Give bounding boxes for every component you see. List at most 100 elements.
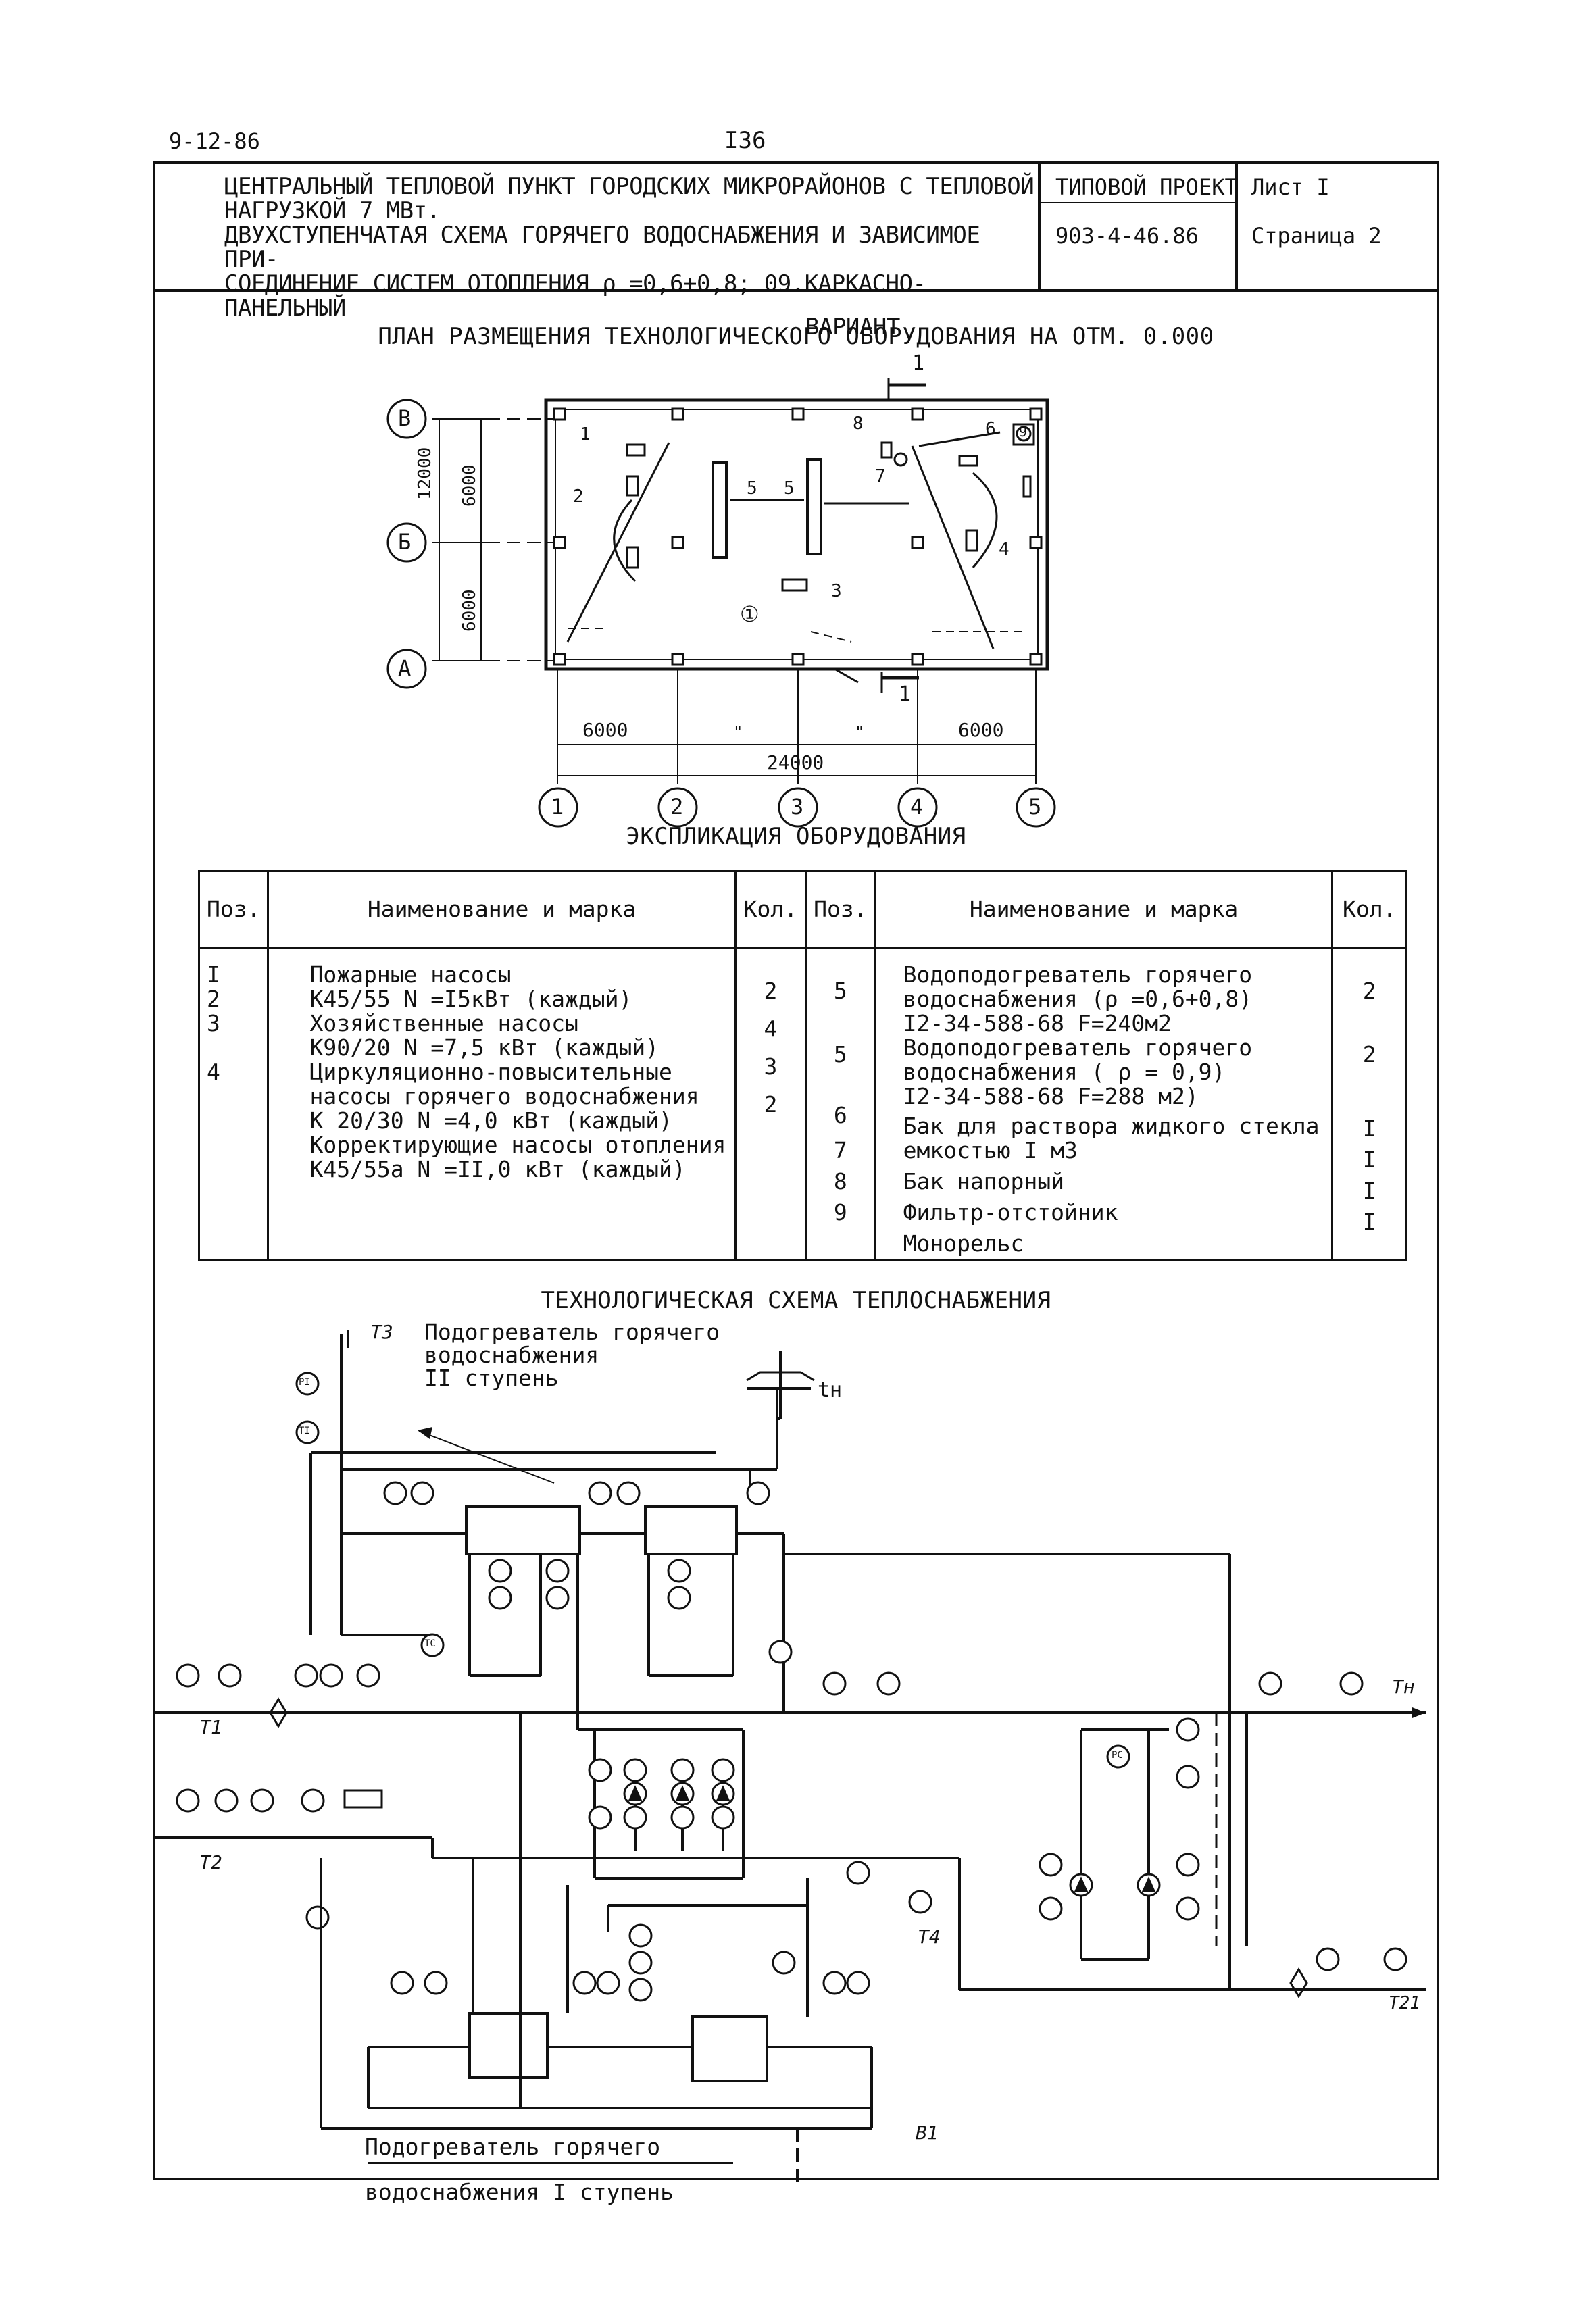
dim-horizontal: "	[733, 723, 743, 742]
qty-cell: 3	[764, 1053, 778, 1080]
name-line: К45/55 N =I5кВт (каждый)	[309, 986, 632, 1012]
equipment-plan	[386, 378, 1056, 828]
name-line: водоснабжения (ρ =0,6+0,8)	[903, 986, 1253, 1012]
name-line: Монорельс	[903, 1230, 1024, 1257]
name-line: Бак напорный	[903, 1168, 1065, 1194]
project-label: ТИПОВОЙ ПРОЕКТ	[1055, 174, 1238, 200]
axis-col-label: 3	[791, 794, 804, 820]
pos-column-left: I 2 3 4	[197, 947, 270, 1261]
name-line: водоснабжения ( ρ = 0,9)	[903, 1059, 1226, 1085]
instrument-tag-tc: TC	[424, 1638, 436, 1649]
name-line: Хозяйственные насосы	[309, 1010, 578, 1036]
name-line: Бак для раствора жидкого стекла	[903, 1113, 1320, 1139]
pos-cell: I	[207, 961, 220, 988]
name-line: емкостью I м3	[903, 1137, 1078, 1163]
axis-col-label: 4	[910, 794, 924, 820]
axis-row-label: В	[398, 405, 412, 431]
instruments	[176, 1372, 1407, 2002]
names-column-right: Водоподогреватель горячего водоснабжения…	[874, 947, 1334, 1261]
pos-cell: 5	[833, 978, 847, 1004]
name-line: Водоподогреватель горячего	[903, 961, 1253, 988]
axis-row-label: Б	[398, 529, 412, 555]
header-title-line: СОЕДИНЕНИЕ СИСТЕМ ОТОПЛЕНИЯ ρ =0,6+0,8; …	[224, 270, 926, 322]
header-title-line: ЦЕНТРАЛЬНЫЙ ТЕПЛОВОЙ ПУНКТ ГОРОДСКИХ МИК…	[224, 173, 1034, 200]
name-line: Пожарные насосы	[309, 961, 512, 988]
pos-cell: 5	[833, 1041, 847, 1067]
pipe-label-t4: Т4	[918, 1926, 941, 1948]
pumps	[623, 1782, 1161, 1897]
fittings	[269, 1371, 1308, 1998]
pipe-label-t1: Т1	[199, 1716, 222, 1738]
equipment-label: 8	[853, 413, 864, 434]
pipe-label-tn-top: tн	[818, 1378, 843, 1402]
col-header: Поз.	[805, 870, 876, 949]
pos-column-right: 5 5 6 7 8 9	[805, 947, 876, 1261]
name-line: Циркуляционно-повысительные	[309, 1059, 672, 1085]
name-line: Фильтр-отстойник	[903, 1199, 1118, 1226]
page-indicator: Страница 2	[1251, 223, 1382, 249]
pos-cell: 7	[833, 1137, 847, 1163]
names-column-left: Пожарные насосы К45/55 N =I5кВт (каждый)…	[267, 947, 737, 1261]
header-title-line: НАГРУЗКОЙ 7 МВт.	[224, 197, 441, 224]
qty-cell: 4	[764, 1015, 778, 1042]
equipment-label: 6	[985, 419, 996, 439]
stage-one-label-line-1: Подогреватель горячего	[365, 2134, 661, 2160]
axis-row-label: А	[398, 655, 412, 681]
qty-column-right: 2 2 I I I I	[1331, 947, 1407, 1261]
col-header: Наименование и марка	[874, 870, 1334, 949]
equipment-label: 3	[831, 581, 842, 601]
equipment-label: 5	[747, 478, 757, 499]
instrument-tag-pi: PI	[299, 1377, 310, 1388]
qty-cell: 2	[1362, 1041, 1376, 1067]
qty-cell: 2	[764, 978, 778, 1004]
header-title: ЦЕНТРАЛЬНЫЙ ТЕПЛОВОЙ ПУНКТ ГОРОДСКИХ МИК…	[224, 173, 1035, 338]
stage-one-label-line-2: водоснабжения I ступень	[365, 2179, 674, 2205]
name-line: К 20/30 N =4,0 кВт (каждый)	[309, 1107, 672, 1134]
col-header: Наименование и марка	[267, 870, 737, 949]
pipe-label-v1: В1	[916, 2121, 939, 2144]
qty-column-left: 2 4 3 2	[734, 947, 807, 1261]
section-mark-bottom: 1	[899, 682, 912, 706]
pos-cell: 2	[207, 986, 220, 1012]
dim-vertical: 6000	[459, 464, 480, 507]
dim-vertical: 6000	[459, 589, 480, 632]
qty-cell: I	[1362, 1115, 1376, 1142]
equipment-label: 7	[875, 466, 886, 486]
equipment-label: 4	[999, 539, 1009, 559]
equipment-label: 5	[784, 478, 795, 499]
name-line: К90/20 N =7,5 кВт (каждый)	[309, 1034, 659, 1061]
pos-cell: 3	[207, 1010, 220, 1036]
instrument-tag-pc: PC	[1112, 1750, 1123, 1761]
qty-cell: I	[1362, 1209, 1376, 1235]
dim-total: 24000	[767, 751, 824, 774]
dim-vertical-total: 12000	[415, 447, 435, 500]
section-mark-top: 1	[912, 351, 925, 375]
qty-cell: 2	[1362, 978, 1376, 1004]
pipe-label-t2: Т2	[199, 1851, 222, 1873]
page-number: I36	[724, 127, 766, 154]
name-line: Корректирующие насосы отопления	[309, 1132, 726, 1158]
name-line: К45/55а N =II,0 кВт (каждый)	[309, 1156, 686, 1182]
pos-cell: 9	[833, 1199, 847, 1226]
pos-cell: 4	[207, 1059, 220, 1085]
pipe-label-t21: Т21	[1389, 1993, 1420, 2013]
pos-cell: 8	[833, 1168, 847, 1194]
qty-cell: I	[1362, 1147, 1376, 1173]
explication-table: Поз. Наименование и марка Кол. Поз. Наим…	[197, 870, 1407, 1261]
axis-col-label: 5	[1028, 794, 1042, 820]
name-line: I2-34-588-68 F=288 м2)	[903, 1083, 1199, 1109]
axis-col-label: 1	[551, 794, 564, 820]
col-header: Кол.	[734, 870, 807, 949]
drawing-date: 9-12-86	[169, 128, 260, 154]
qty-cell: 2	[764, 1091, 778, 1117]
header-title-line: ДВУХСТУПЕНЧАТАЯ СХЕМА ГОРЯЧЕГО ВОДОСНАБЖ…	[224, 222, 980, 273]
stage-two-line: Подогреватель горячего	[424, 1319, 720, 1345]
dim-horizontal: 6000	[958, 719, 1004, 741]
stage-one-underline	[368, 2162, 733, 2164]
dim-horizontal: "	[855, 723, 865, 742]
pos-cell: 6	[833, 1102, 847, 1128]
room-label: ①	[740, 601, 759, 627]
pipe-label-t3: Т3	[370, 1321, 393, 1343]
stage-two-line: водоснабжения	[424, 1342, 599, 1368]
